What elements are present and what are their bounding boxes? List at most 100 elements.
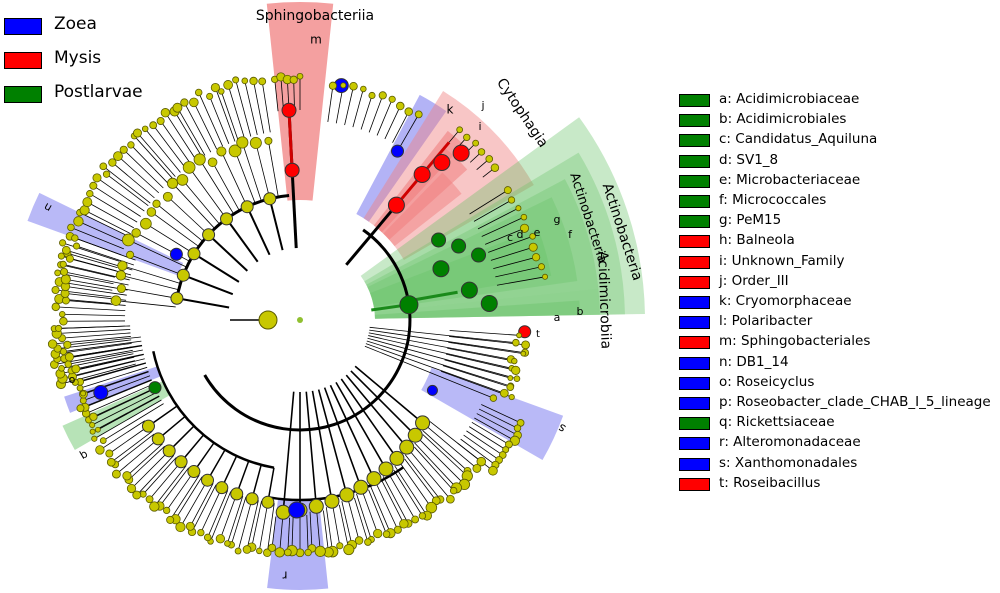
tree-node	[339, 487, 355, 503]
clade-legend-label: e: Microbacteriaceae	[719, 171, 861, 188]
clade-ul-outer-branch	[103, 166, 151, 204]
clade-ul-outer-leaf	[223, 80, 233, 90]
clade-ul-branch	[212, 162, 240, 211]
clade-b-leaf	[185, 521, 195, 531]
node-sphingobacteriia	[284, 162, 300, 178]
node-g	[451, 238, 467, 254]
clade-br-branch	[356, 493, 372, 540]
clade-l-leaf	[63, 340, 72, 349]
clade-legend-label: n: DB1_14	[719, 353, 789, 370]
sector-s	[421, 367, 564, 460]
clade-left2-leaf	[59, 260, 67, 268]
clade-ul-branch	[120, 274, 179, 291]
tree-node	[141, 419, 155, 433]
group-swatch	[4, 18, 42, 35]
clade-l-branch	[94, 399, 162, 440]
tree-node	[187, 247, 201, 261]
branch	[329, 384, 375, 479]
clade-r3-leaf	[521, 340, 530, 350]
clade-left2-branch	[55, 306, 126, 312]
tree-nodes	[47, 72, 549, 558]
tree-node	[399, 439, 415, 455]
clade-ul-outer-branch	[227, 84, 245, 139]
clade-b-leaf	[215, 534, 226, 544]
clade-br-leaf	[304, 548, 312, 557]
tree-node	[215, 481, 229, 495]
clade-legend-label: l: Polaribacter	[719, 313, 813, 330]
clade-left2-leaf	[60, 267, 69, 276]
clade-l-leaf	[64, 352, 74, 362]
clade-l-branch	[75, 353, 144, 370]
clade-b-branch	[111, 431, 153, 463]
clade-br-leaf	[425, 501, 438, 514]
clade-kl-branch	[399, 114, 420, 147]
clade-r3-branch	[449, 330, 520, 336]
clade-br-branch	[393, 469, 423, 517]
clade-swatch	[679, 255, 710, 269]
clade-ul-outer-leaf	[102, 170, 111, 178]
clade-ul-branch	[172, 183, 216, 229]
clade-kl-leaf	[378, 91, 387, 100]
clade-b-branch	[210, 491, 232, 542]
clade-r-branch	[476, 413, 518, 436]
clade-ul-outer-branch	[123, 149, 164, 189]
arc-level-2	[203, 228, 412, 432]
clade-br-branch	[422, 434, 468, 477]
clade-b-leaf	[122, 471, 132, 481]
label-i: i	[478, 120, 481, 133]
clade-r-branch	[466, 430, 503, 456]
clade-ul-outer-branch	[165, 112, 197, 161]
clade-br-branch	[347, 499, 360, 541]
clade-left2-branch	[58, 325, 126, 329]
sector-q	[62, 381, 171, 450]
clade-ul-branch	[241, 142, 262, 202]
clade-b-leaf	[175, 521, 186, 533]
clade-swatch	[679, 356, 710, 370]
clade-cyto-leaf	[456, 126, 463, 134]
clade-r2-branch	[364, 345, 494, 399]
branch	[317, 389, 348, 496]
clade-br-leaf	[411, 515, 420, 524]
clade-actino-leaf	[528, 242, 538, 252]
clade-ul-leaf	[162, 191, 173, 202]
clade-br-leaf	[267, 543, 277, 552]
branch	[335, 381, 387, 470]
tree-node	[275, 504, 291, 520]
clade-l-branch	[75, 362, 146, 383]
clade-left-fan-leaf	[58, 364, 65, 372]
clade-ul-outer-leaf	[54, 269, 61, 277]
branch	[182, 274, 234, 296]
clade-b-branch	[251, 500, 262, 548]
clade-b-branch	[258, 502, 269, 551]
clade-br-branch	[368, 489, 387, 535]
clade-ul-branch	[182, 179, 220, 225]
clade-br-branch	[418, 438, 465, 485]
clade-left2-leaf	[61, 245, 71, 255]
clade-r2-leaf	[513, 375, 521, 383]
clade-br-leaf	[449, 486, 458, 495]
clade-br-branch	[388, 473, 416, 520]
clade-ul-outer-branch	[137, 132, 176, 177]
clade-ul-leaf	[228, 144, 242, 158]
clade-br-branch	[341, 501, 353, 546]
clade-l-branch	[92, 395, 160, 432]
tree-node	[261, 495, 275, 509]
clade-legend-label: g: PeM15	[719, 212, 782, 229]
clade-br-leaf	[418, 512, 427, 520]
clade-ul-leaf	[207, 157, 218, 168]
clade-br-branch	[306, 514, 309, 553]
clade-r3-branch	[448, 341, 524, 355]
sector-actinobacteria-phylum	[360, 117, 645, 319]
clade-ul-outer-branch	[130, 144, 169, 184]
clade-b-leaf	[126, 483, 137, 494]
node-b	[460, 281, 478, 299]
group-label: Mysis	[54, 48, 102, 68]
clade-swatch	[679, 477, 710, 491]
clade-ul-leaf	[182, 161, 196, 174]
tree-node	[258, 310, 278, 330]
clade-r3-leaf	[506, 383, 515, 391]
clade-br-branch	[338, 504, 350, 550]
label-m: m	[310, 33, 322, 47]
clade-actino-leaf	[503, 186, 512, 195]
clade-actino-branch	[490, 246, 534, 261]
